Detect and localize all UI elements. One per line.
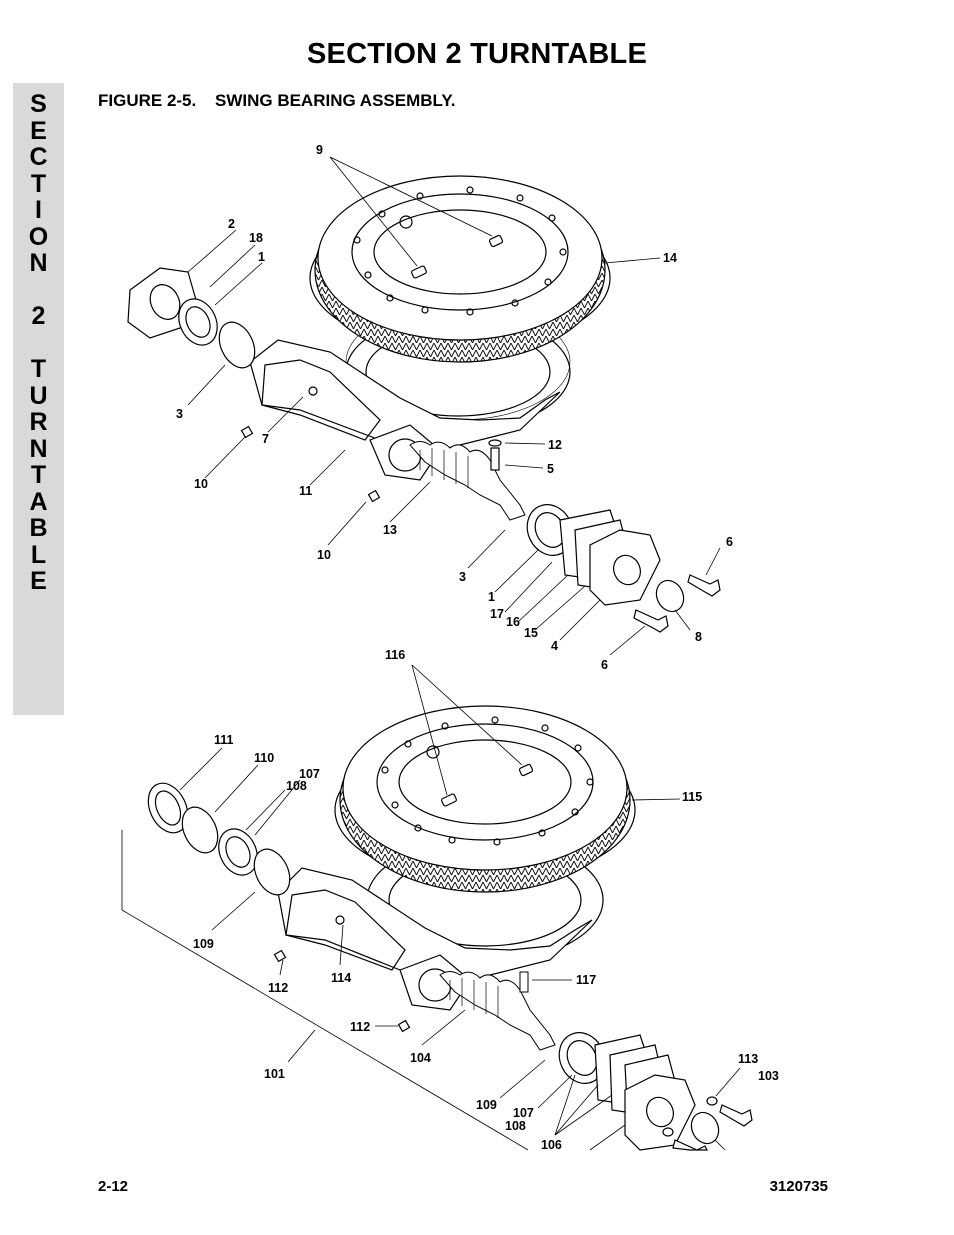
callout-label: 15 <box>524 626 538 640</box>
callout-label: 104 <box>410 1051 431 1065</box>
fitting-10-a <box>240 425 254 439</box>
callout-label: 110 <box>254 751 274 765</box>
side-tab-letter: U <box>29 381 48 410</box>
callout-label: 8 <box>695 630 702 644</box>
callout-label: 112 <box>350 1020 370 1034</box>
fitting-112-a <box>273 949 287 963</box>
side-tab-letter: I <box>35 196 42 224</box>
worm-shaft-104 <box>439 971 556 1051</box>
top-callouts: 9 2 18 1 14 3 7 10 11 12 5 10 13 6 3 1 1… <box>176 143 733 672</box>
washer-113 <box>706 1096 718 1106</box>
callout-label: 17 <box>490 607 504 621</box>
bottom-assembly <box>147 705 753 1151</box>
page-title: SECTION 2 TURNTABLE <box>307 38 647 70</box>
callout-label: 5 <box>547 462 554 476</box>
side-tab-letter: O <box>28 222 49 251</box>
bearing-1-right <box>526 504 574 556</box>
page-number: 2-12 <box>98 1178 129 1195</box>
callout-label: 13 <box>383 523 397 537</box>
side-tab-letter: T <box>30 169 47 198</box>
grease-fittings-116 <box>441 763 534 807</box>
grease-fittings-9 <box>411 234 504 279</box>
side-tab-letter: L <box>30 540 47 569</box>
bearing-108-left <box>218 828 258 876</box>
callout-label: 16 <box>506 615 520 629</box>
side-tab-letter: E <box>30 567 47 595</box>
callout-label: 108 <box>286 779 307 793</box>
callout-label: 1 <box>258 250 265 264</box>
bearing-cap-4 <box>589 529 661 606</box>
figure-number: FIGURE 2-5. <box>98 91 197 110</box>
bearing-cap-right-bottom <box>624 1074 696 1151</box>
callout-label: 6 <box>601 658 608 672</box>
side-tab-letter: N <box>29 249 48 277</box>
callout-label: 115 <box>682 790 702 804</box>
callout-label: 3 <box>176 407 183 421</box>
fitting-10-b <box>367 489 381 503</box>
callout-label: 7 <box>262 432 269 446</box>
section-side-tab: S E C T I O N 2 T U R N T A B L E <box>13 83 64 715</box>
bearing-cap-2-left <box>127 267 218 346</box>
bottom-callouts: 116 111 110 107 108 115 109 112 114 117 … <box>193 648 779 1152</box>
callout-label: 108 <box>505 1119 526 1133</box>
seal-8 <box>655 579 685 613</box>
side-tab-letter: E <box>30 116 47 145</box>
callout-label: 116 <box>385 648 405 662</box>
callout-label: 117 <box>576 973 596 987</box>
callout-label: 101 <box>264 1067 285 1081</box>
side-tab-letter: A <box>29 487 48 516</box>
callout-label: 11 <box>299 484 312 498</box>
gear-ring-115 <box>334 705 636 893</box>
side-tab-letter: S <box>30 90 47 118</box>
callout-label: 3 <box>459 570 466 584</box>
bolt-5 <box>488 439 502 471</box>
document-number: 3120735 <box>769 1178 828 1195</box>
side-tab-letter: C <box>29 143 48 171</box>
side-tab-letter: R <box>29 408 48 436</box>
fitting-112-b <box>397 1019 411 1033</box>
gear-ring-14 <box>309 175 611 363</box>
callout-label: 10 <box>194 477 208 491</box>
callout-label: 114 <box>331 971 351 985</box>
seal-111-and-shim-110-left <box>147 782 219 854</box>
callout-label: 109 <box>193 937 214 951</box>
washer-113-b <box>662 1127 674 1137</box>
side-tab-letters: S E C T I O N 2 T U R N T A B L E <box>13 91 64 595</box>
side-tab-letter: N <box>29 434 48 463</box>
top-assembly <box>127 175 721 633</box>
bolts-6 <box>633 574 721 633</box>
callout-label: 14 <box>663 251 677 265</box>
figure-title: SWING BEARING ASSEMBLY. <box>214 91 456 110</box>
bearing-107-right <box>558 1032 606 1084</box>
callout-label: 103 <box>758 1069 779 1083</box>
callout-label: 107 <box>513 1106 534 1120</box>
callout-label: 113 <box>738 1052 758 1066</box>
callout-label: 107 <box>299 767 320 781</box>
callout-label: 106 <box>541 1138 562 1152</box>
callout-label: 12 <box>548 438 562 452</box>
callout-label: 109 <box>476 1098 497 1112</box>
side-tab-letter: B <box>29 514 48 542</box>
callout-label: 2 <box>228 217 235 231</box>
top-leader-lines <box>187 156 721 656</box>
seal-bottom <box>690 1111 720 1145</box>
figure-caption: FIGURE 2-5. SWING BEARING ASSEMBLY. <box>98 91 456 111</box>
callout-label: 6 <box>726 535 733 549</box>
bottom-leader-lines <box>121 664 741 1151</box>
cup-3-left <box>218 321 256 369</box>
side-tab-letter: T <box>30 355 47 383</box>
side-tab-letter: 2 <box>31 302 46 330</box>
side-tab-letter: T <box>30 461 47 489</box>
callout-label: 112 <box>268 981 288 995</box>
callout-label: 111 <box>214 733 234 747</box>
callout-label: 18 <box>249 231 263 245</box>
bolts-103 <box>672 1104 753 1151</box>
worm-shaft-13 <box>409 441 526 521</box>
callout-label: 9 <box>316 143 323 157</box>
callout-label: 10 <box>317 548 331 562</box>
callout-label: 4 <box>551 639 558 653</box>
cup-109-left <box>253 848 291 896</box>
callout-label: 1 <box>488 590 495 604</box>
